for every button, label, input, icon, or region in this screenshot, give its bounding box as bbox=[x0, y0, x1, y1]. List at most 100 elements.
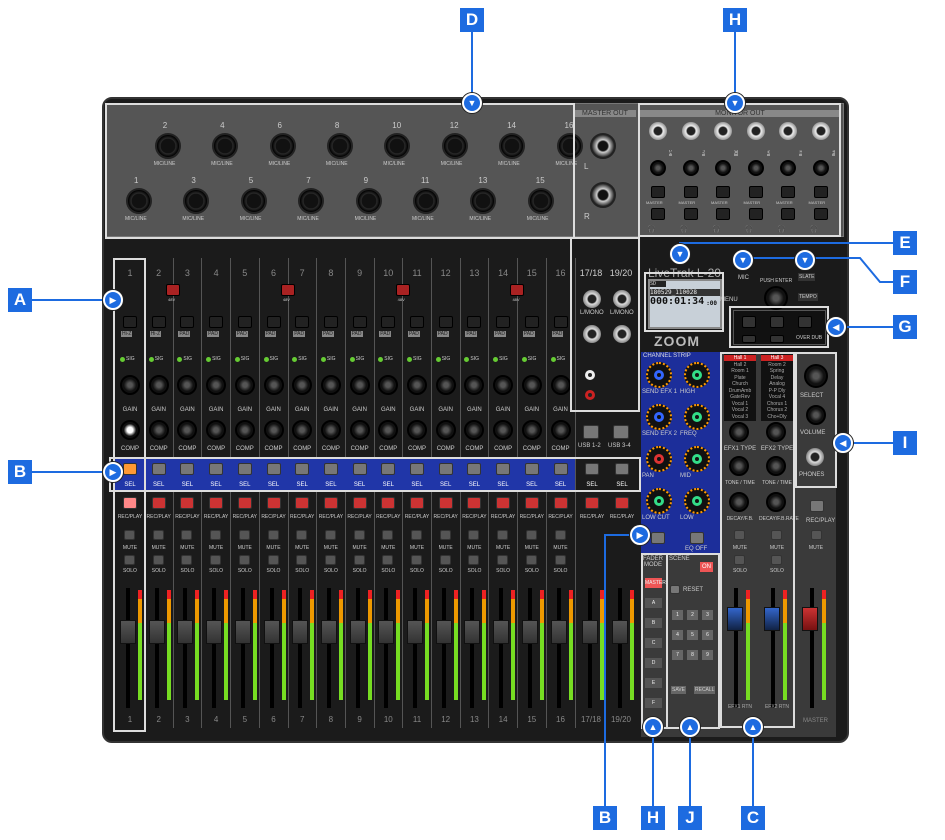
channel-16-sel-button[interactable] bbox=[553, 463, 568, 475]
input-18-jack[interactable] bbox=[583, 325, 601, 343]
efx2-type-option[interactable]: Analog bbox=[769, 381, 785, 387]
channel-12-fader[interactable] bbox=[435, 620, 452, 644]
efx1-type-option[interactable]: GateRev bbox=[730, 394, 750, 400]
efx2-type-option[interactable]: Hall 3 bbox=[761, 355, 793, 361]
menu-button[interactable]: MENU bbox=[720, 297, 738, 303]
channel-16-fader[interactable] bbox=[550, 620, 567, 644]
monitor-level-knob[interactable] bbox=[812, 160, 829, 176]
channel-10-fader[interactable] bbox=[378, 620, 395, 644]
stereo-fader[interactable] bbox=[612, 620, 628, 644]
monitor-master-button[interactable] bbox=[781, 186, 795, 198]
channel-7-fader[interactable] bbox=[292, 620, 309, 644]
select-knob[interactable] bbox=[804, 364, 828, 388]
scene-4-button[interactable]: 4 bbox=[672, 630, 683, 640]
channel-1-fader[interactable] bbox=[120, 620, 136, 644]
input-8-combo-jack[interactable] bbox=[326, 133, 353, 159]
input-4-combo-jack[interactable] bbox=[212, 133, 239, 159]
input-16-combo-jack[interactable] bbox=[556, 133, 583, 159]
channel-2-sel-button[interactable] bbox=[151, 463, 166, 475]
stop-button[interactable] bbox=[742, 316, 756, 328]
monitor-master-button[interactable] bbox=[651, 186, 665, 198]
channel-4-mute-button[interactable] bbox=[210, 530, 222, 540]
channel-15-gain-knob[interactable] bbox=[521, 375, 542, 395]
channel-13-rec-play-button[interactable] bbox=[467, 497, 482, 509]
channel-10-solo-button[interactable] bbox=[382, 555, 394, 565]
channel-7-solo-button[interactable] bbox=[296, 555, 308, 565]
channel-5-sel-button[interactable] bbox=[237, 463, 252, 475]
channel-6-gain-knob[interactable] bbox=[263, 375, 284, 395]
channel-strip-knob-0[interactable] bbox=[646, 362, 672, 388]
channel-2-gain-knob[interactable] bbox=[148, 375, 169, 395]
channel-10-rec-play-button[interactable] bbox=[381, 497, 396, 509]
slate-button[interactable]: SLATE bbox=[798, 273, 816, 281]
efx2-solo-button[interactable] bbox=[771, 555, 782, 565]
eq-off-button[interactable] bbox=[690, 532, 704, 544]
tempo-button[interactable]: TEMPO bbox=[798, 293, 818, 301]
channel-16-solo-button[interactable] bbox=[554, 555, 566, 565]
channel-15-solo-button[interactable] bbox=[525, 555, 537, 565]
efx2-type-option[interactable]: Spring bbox=[769, 368, 785, 374]
phantom-power-button[interactable] bbox=[510, 284, 525, 296]
channel-12-solo-button[interactable] bbox=[439, 555, 451, 565]
channel-4-hiz-pad-button[interactable] bbox=[209, 316, 224, 328]
fader-mode-master-button[interactable]: MASTER bbox=[645, 578, 666, 588]
channel-11-fader[interactable] bbox=[407, 620, 423, 644]
efx1-type-option[interactable]: Hall 2 bbox=[733, 361, 747, 368]
channel-6-rec-play-button[interactable] bbox=[266, 497, 281, 509]
monitor-master-button[interactable] bbox=[748, 186, 763, 198]
stereo-sel-button[interactable] bbox=[585, 463, 599, 475]
channel-14-fader[interactable] bbox=[493, 620, 510, 644]
channel-10-mute-button[interactable] bbox=[382, 530, 394, 540]
channel-9-mute-button[interactable] bbox=[353, 530, 365, 540]
input-6-combo-jack[interactable] bbox=[269, 133, 296, 159]
rca-red[interactable] bbox=[585, 390, 595, 400]
overdub-button[interactable]: OVER DUB bbox=[796, 335, 823, 341]
channel-4-comp-knob[interactable] bbox=[206, 420, 227, 440]
channel-6-comp-knob[interactable] bbox=[263, 420, 284, 440]
channel-11-sel-button[interactable] bbox=[410, 463, 424, 475]
channel-7-hiz-pad-button[interactable] bbox=[295, 316, 310, 328]
efx1-type-option[interactable]: Vocal 3 bbox=[731, 413, 749, 420]
stereo-rec-play-button[interactable] bbox=[615, 497, 629, 509]
channel-8-rec-play-button[interactable] bbox=[323, 497, 338, 509]
fader-mode-e-button[interactable]: E bbox=[645, 678, 662, 688]
input-10-combo-jack[interactable] bbox=[384, 133, 411, 159]
channel-14-comp-knob[interactable] bbox=[493, 420, 514, 440]
monitor-level-knob[interactable] bbox=[780, 160, 796, 176]
monitor-phones-button[interactable] bbox=[748, 208, 763, 220]
channel-2-fader[interactable] bbox=[148, 620, 165, 644]
channel-8-gain-knob[interactable] bbox=[320, 375, 341, 395]
channel-12-hiz-pad-button[interactable] bbox=[438, 316, 453, 328]
master-fader[interactable] bbox=[802, 607, 818, 631]
phones-jack[interactable] bbox=[806, 448, 824, 466]
channel-strip-knob-3[interactable] bbox=[684, 404, 710, 430]
play-pause-button[interactable] bbox=[770, 316, 784, 328]
stereo-rec-play-button[interactable] bbox=[585, 497, 599, 509]
monitor-out-D-jack[interactable] bbox=[746, 122, 765, 140]
channel-strip-knob-4[interactable] bbox=[646, 446, 672, 472]
efx2-mute-button[interactable] bbox=[771, 530, 782, 540]
monitor-out-E-jack[interactable] bbox=[779, 122, 797, 140]
monitor-out-F-jack[interactable] bbox=[811, 122, 830, 140]
channel-14-solo-button[interactable] bbox=[497, 555, 509, 565]
usb-1-2-button[interactable] bbox=[583, 425, 599, 439]
channel-11-gain-knob[interactable] bbox=[407, 375, 427, 395]
monitor-phones-button[interactable] bbox=[781, 208, 795, 220]
input-20-jack[interactable] bbox=[613, 325, 631, 343]
efx1-type-option[interactable]: Vocal 2 bbox=[731, 407, 749, 413]
channel-7-sel-button[interactable] bbox=[295, 463, 310, 475]
efx2-type-option[interactable]: Chorus 1 bbox=[766, 400, 788, 407]
channel-1-sel-button[interactable] bbox=[123, 463, 137, 475]
scene-6-button[interactable]: 6 bbox=[702, 630, 713, 640]
scene-8-button[interactable]: 8 bbox=[687, 650, 698, 660]
fader-mode-b-button[interactable]: B bbox=[645, 618, 662, 628]
channel-6-mute-button[interactable] bbox=[267, 530, 279, 540]
channel-14-gain-knob[interactable] bbox=[493, 375, 514, 395]
channel-1-comp-knob[interactable] bbox=[120, 420, 140, 440]
channel-11-comp-knob[interactable] bbox=[407, 420, 427, 440]
channel-4-sel-button[interactable] bbox=[209, 463, 224, 475]
channel-11-solo-button[interactable] bbox=[411, 555, 422, 565]
channel-11-rec-play-button[interactable] bbox=[410, 497, 424, 509]
input-19-jack[interactable] bbox=[613, 290, 631, 308]
channel-14-hiz-pad-button[interactable] bbox=[496, 316, 511, 328]
